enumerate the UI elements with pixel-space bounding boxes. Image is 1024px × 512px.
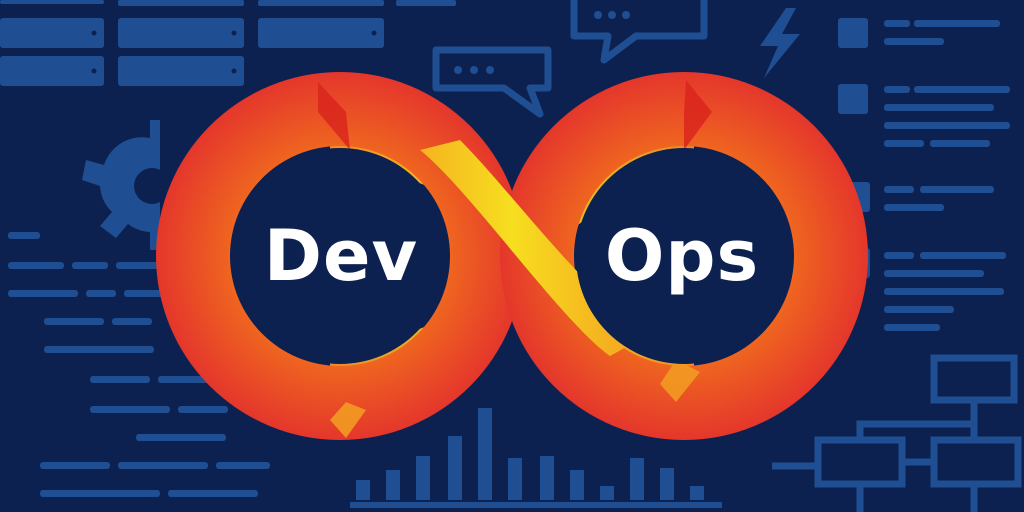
code-lines-icon — [838, 18, 1010, 331]
chat-bubble-icon — [432, 0, 708, 118]
lightning-icon — [760, 8, 800, 78]
dev-label: Dev — [263, 215, 419, 297]
gear-icon — [82, 120, 170, 250]
ops-label: Ops — [604, 215, 760, 297]
server-rack-icon — [0, 0, 456, 86]
right-loop-center — [576, 148, 792, 364]
code-lines-icon — [8, 232, 270, 497]
bar-chart-icon — [350, 408, 722, 508]
flowchart-icon — [772, 354, 1022, 512]
left-loop-center — [232, 148, 448, 364]
